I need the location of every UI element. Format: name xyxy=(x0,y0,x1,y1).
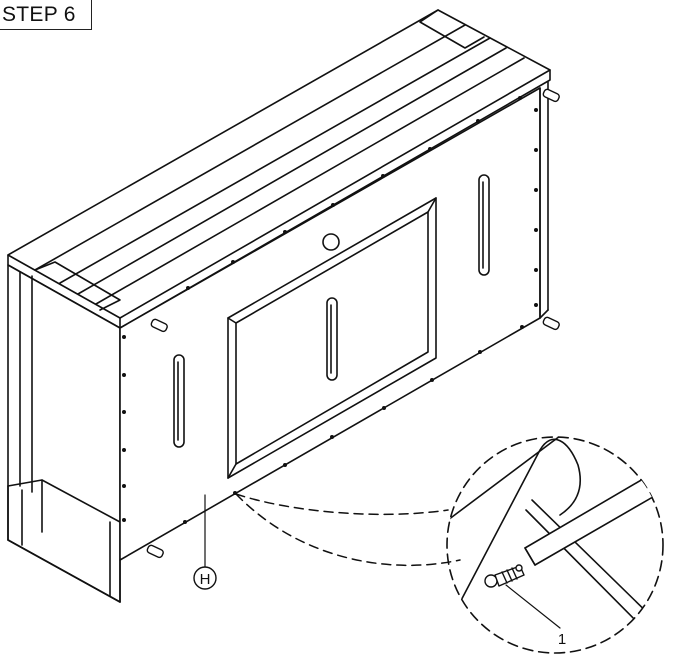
back-panel-h xyxy=(119,81,549,603)
vent-slot-right xyxy=(478,174,490,276)
hardware-number: 1 xyxy=(558,631,566,648)
top-panel xyxy=(7,9,551,329)
cable-hole xyxy=(322,233,340,251)
vent-slot-left xyxy=(173,354,185,448)
step-label: STEP 6 xyxy=(0,0,92,30)
left-side-panel xyxy=(7,264,121,603)
detail-zoom-circle xyxy=(446,436,664,654)
detail-connectors xyxy=(235,493,461,567)
screw-icon xyxy=(484,564,525,588)
vent-slot-center xyxy=(326,297,338,381)
screw-dots-bottom xyxy=(183,325,524,524)
screw-dots-top xyxy=(186,96,522,290)
part-h-label: H xyxy=(200,571,211,588)
part-h-badge xyxy=(193,566,217,590)
screw-dots-sides xyxy=(122,108,538,522)
pegs xyxy=(146,88,560,559)
